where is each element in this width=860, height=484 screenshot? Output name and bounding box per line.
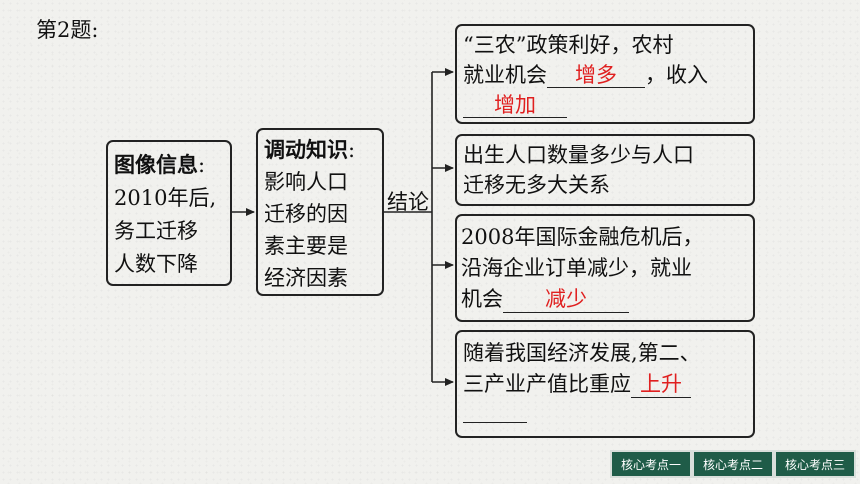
knowledge-box [256, 128, 384, 296]
conclusion-1-line-2-prefix: 就业机会 [463, 63, 547, 87]
knowledge-heading: 调动知识 [264, 137, 348, 162]
question-title: 第2题: [36, 18, 99, 42]
conclusion-box-4 [455, 330, 755, 438]
conclusion-4-line-2-prefix: 三产业产值比重应 [463, 372, 631, 396]
conclusion-2-line-1: 出生人口数量多少与人口 [463, 143, 694, 167]
info-box-text: 图像信息: 2010年后, 务工迁移 人数下降 [114, 148, 216, 281]
info-heading: 图像信息 [114, 152, 198, 177]
conclusion-box-3 [455, 214, 755, 322]
knowledge-line-4: 经济因素 [264, 266, 348, 290]
conclusion-2-text: 出生人口数量多少与人口 迁移无多大关系 [463, 140, 694, 200]
nav-button-core-2[interactable]: 核心考点二 [694, 452, 772, 476]
info-colon: : [198, 153, 206, 177]
conclusion-2-line-2: 迁移无多大关系 [463, 173, 610, 197]
conclusion-4-answer: 上升 [631, 369, 691, 400]
conclusion-3-line-3-prefix: 机会 [461, 287, 503, 311]
conclusion-1-line-2-suffix: ，收入 [645, 63, 708, 87]
info-box [106, 140, 232, 286]
conclusion-4-line-1: 随着我国经济发展,第二、 [463, 341, 701, 365]
conclusion-1-answer-2: 增加 [463, 90, 567, 120]
knowledge-line-1: 影响人口 [264, 170, 348, 194]
info-line-1: 2010年后, [114, 186, 217, 210]
knowledge-box-text: 调动知识: 影响人口 迁移的因 素主要是 经济因素 [264, 134, 355, 294]
conclusion-box-2 [455, 134, 755, 206]
conclusion-4-text: 随着我国经济发展,第二、 三产业产值比重应上升 [463, 338, 701, 432]
nav-button-core-1[interactable]: 核心考点一 [612, 452, 690, 476]
info-line-3: 人数下降 [114, 252, 198, 276]
conclusion-3-line-2: 沿海企业订单减少，就业 [461, 256, 692, 280]
connector-label: 结论 [387, 190, 429, 214]
conclusion-3-text: 2008年国际金融危机后， 沿海企业订单减少，就业 机会减少 [461, 222, 703, 315]
conclusion-1-answer-1: 增多 [547, 60, 645, 90]
conclusion-1-text: “三农”政策利好，农村 就业机会增多，收入 增加 [463, 30, 708, 120]
knowledge-line-2: 迁移的因 [264, 202, 348, 226]
conclusion-3-line-1: 2008年国际金融危机后， [461, 225, 704, 249]
info-line-2: 务工迁移 [114, 219, 198, 243]
knowledge-line-3: 素主要是 [264, 234, 348, 258]
knowledge-colon: : [348, 138, 356, 162]
conclusion-3-answer: 减少 [503, 284, 629, 315]
conclusion-4-blank [463, 400, 527, 423]
nav-button-core-3[interactable]: 核心考点三 [776, 452, 854, 476]
conclusion-box-1 [455, 24, 755, 124]
conclusion-1-line-1: “三农”政策利好，农村 [463, 33, 674, 57]
